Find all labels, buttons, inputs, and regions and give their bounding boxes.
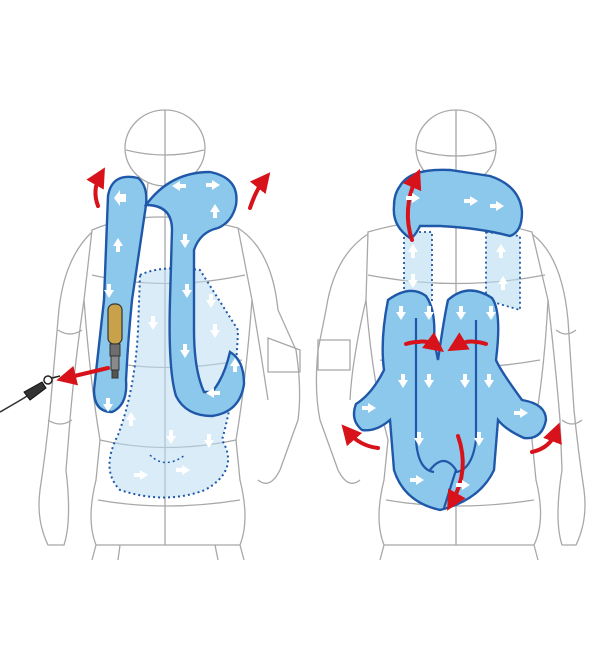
back-flow-arrows — [362, 193, 528, 490]
back-inflation-arrows — [341, 168, 562, 511]
back-chamber-notch — [429, 459, 458, 509]
expansion-arrow-icon — [248, 172, 271, 210]
front-flow-arrows — [103, 180, 240, 480]
front-inflation-arrows — [56, 167, 271, 386]
gas-cartridge-icon — [107, 303, 123, 379]
front-airbag-right-tube — [143, 170, 246, 418]
expansion-arrow-icon — [474, 340, 488, 346]
expansion-arrow-icon — [86, 167, 105, 208]
front-view — [0, 109, 301, 561]
expansion-arrow-icon — [341, 424, 380, 450]
expansion-arrow-icon — [447, 434, 466, 511]
back-right-strap — [485, 230, 521, 312]
expansion-arrow-icon — [530, 422, 562, 454]
lanyard-clip-icon — [0, 375, 61, 413]
expansion-arrow-icon — [56, 365, 110, 386]
expansion-arrow-icon — [402, 168, 422, 242]
expansion-arrow-icon — [404, 340, 420, 346]
back-view — [315, 109, 586, 561]
front-airbag-left-tube — [92, 175, 148, 414]
front-hidden-back-inner — [149, 454, 186, 464]
back-left-strap — [403, 231, 433, 301]
back-airbag-collar — [392, 168, 524, 240]
back-airbag-main-chamber — [352, 289, 548, 512]
